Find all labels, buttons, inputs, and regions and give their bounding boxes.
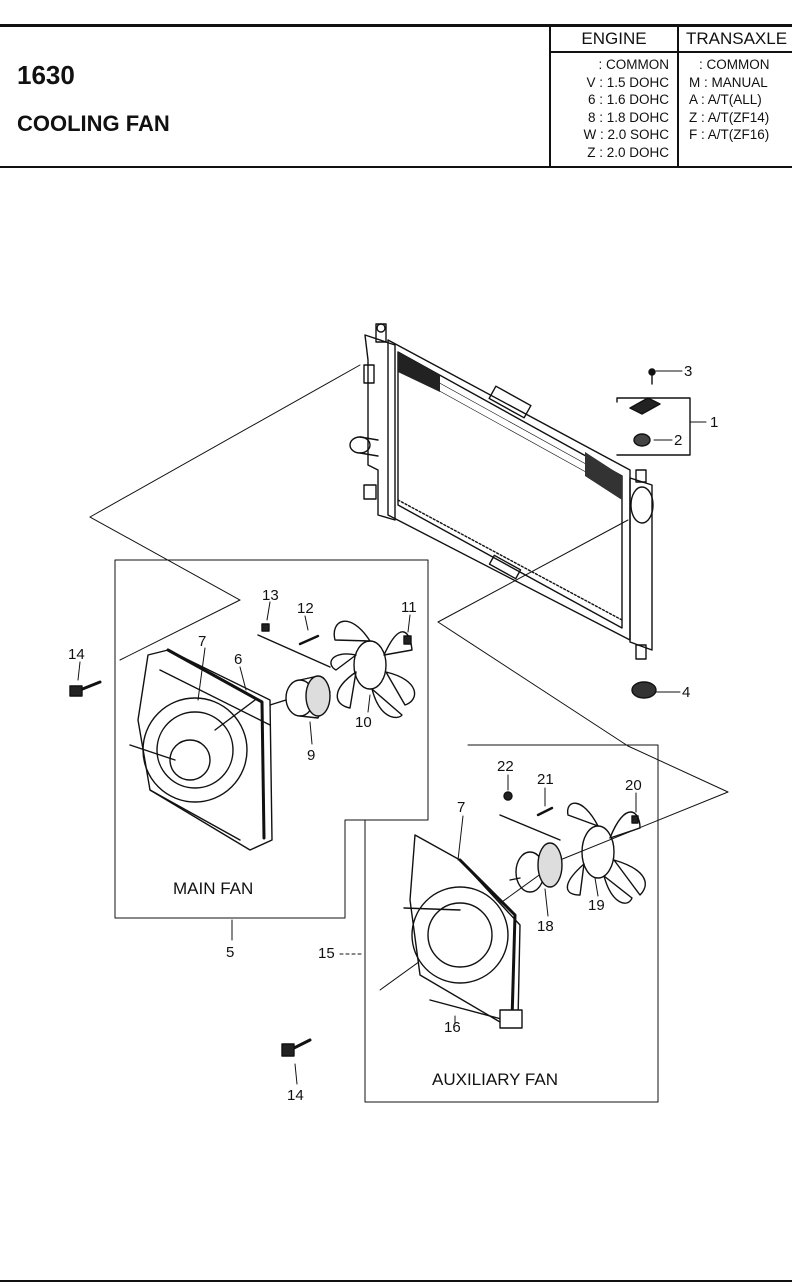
legend-column-divider <box>677 27 679 166</box>
callout-11: 11 <box>401 599 417 616</box>
footer-rule <box>0 1280 792 1282</box>
callout-20: 20 <box>625 777 642 794</box>
transaxle-code-list: : COMMON M : MANUAL A : A/T(ALL) Z : A/T… <box>689 56 792 144</box>
main-fan-box <box>114 559 429 919</box>
main-fan-fasteners <box>257 623 412 668</box>
transaxle-code-item: M : MANUAL <box>689 74 768 90</box>
bolt-14-aux <box>281 1038 312 1057</box>
diagram-svg: 3 1 2 4 13 12 11 14 7 6 10 9 22 21 20 7 … <box>68 323 729 1104</box>
bolt-14-main <box>69 680 102 697</box>
main-fan-motor <box>269 675 331 719</box>
transaxle-heading: TRANSAXLE <box>685 29 788 48</box>
aux-fan-shroud <box>403 834 523 1029</box>
callout-2: 2 <box>674 432 682 449</box>
leader-lines <box>77 370 707 1085</box>
engine-code-item: 6 : 1.6 DOHC <box>587 92 669 108</box>
legend-heading-rule <box>551 51 792 53</box>
aux-fan-box <box>364 744 659 1103</box>
header-bottom-rule <box>0 166 792 168</box>
callout-3: 3 <box>684 363 692 380</box>
callout-5: 5 <box>226 944 234 961</box>
callout-14-main: 14 <box>68 646 85 663</box>
aux-fan-blade <box>566 802 646 904</box>
callout-14-aux: 14 <box>287 1087 304 1104</box>
transaxle-code-item: A : A/T(ALL) <box>689 92 762 108</box>
radiator-brackets <box>616 368 691 699</box>
radiator <box>349 323 654 660</box>
header-top-rule <box>0 24 792 27</box>
callout-22: 22 <box>497 758 514 775</box>
code-legend-table: ENGINE TRANSAXLE : COMMON V : 1.5 DOHC 6… <box>549 27 792 166</box>
group-labels: MAIN FAN AUXILIARY FAN <box>173 879 558 1089</box>
main-fan-shroud <box>129 648 273 851</box>
callout-10: 10 <box>355 714 372 731</box>
callout-18: 18 <box>537 918 554 935</box>
main-fan-label: MAIN FAN <box>173 879 253 898</box>
aux-fan-motor <box>509 842 563 893</box>
callout-4: 4 <box>682 684 690 701</box>
callout-9: 9 <box>307 747 315 764</box>
callout-1: 1 <box>710 414 718 431</box>
transaxle-code-item: Z : A/T(ZF14) <box>689 109 770 125</box>
engine-code-item: Z : 2.0 DOHC <box>587 144 669 160</box>
engine-heading: ENGINE <box>581 29 647 48</box>
callout-16: 16 <box>444 1019 461 1036</box>
callout-12: 12 <box>297 600 314 617</box>
callout-15: 15 <box>318 945 335 962</box>
callout-13: 13 <box>262 587 279 604</box>
callout-numbers: 3 1 2 4 13 12 11 14 7 6 10 9 22 21 20 7 … <box>68 363 718 1104</box>
callout-7-main: 7 <box>198 633 206 650</box>
callout-21: 21 <box>537 771 554 788</box>
section-title: COOLING FAN <box>17 111 170 136</box>
engine-code-item: 8 : 1.8 DOHC <box>587 109 669 125</box>
exploded-parts-diagram: 3 1 2 4 13 12 11 14 7 6 10 9 22 21 20 7 … <box>0 170 792 1260</box>
callout-6: 6 <box>234 651 242 668</box>
transaxle-code-item: F : A/T(ZF16) <box>689 127 770 143</box>
aux-fan-label: AUXILIARY FAN <box>432 1070 558 1089</box>
callout-7-aux: 7 <box>457 799 465 816</box>
main-fan-blade <box>330 620 416 719</box>
aux-fan-fasteners <box>499 791 639 841</box>
engine-code-item: W : 2.0 SOHC <box>583 127 669 143</box>
transaxle-code-item: : COMMON <box>699 57 770 72</box>
engine-code-item: : COMMON <box>598 57 670 72</box>
callout-19: 19 <box>588 897 605 914</box>
engine-code-list: : COMMON V : 1.5 DOHC 6 : 1.6 DOHC 8 : 1… <box>565 56 669 162</box>
section-code: 1630 <box>17 60 75 90</box>
engine-code-item: V : 1.5 DOHC <box>586 74 669 90</box>
parts-header: 1630 COOLING FAN ENGINE TRANSAXLE : COMM… <box>0 0 792 170</box>
